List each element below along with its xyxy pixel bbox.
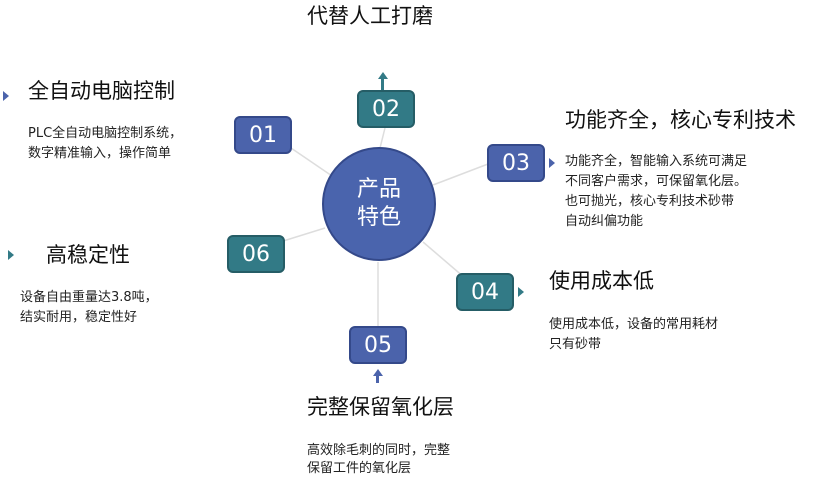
- connector-03: [432, 163, 489, 186]
- item-04-bullet-icon: [518, 287, 524, 297]
- item-03-desc-line4: 自动纠偏功能: [565, 214, 644, 229]
- number-box-01: 01: [234, 116, 292, 154]
- center-label-line2: 特色: [356, 205, 401, 230]
- item-01-desc-line2: 数字精准输入，操作简单: [28, 146, 172, 161]
- number-box-02: 02: [357, 90, 415, 128]
- item-03-desc-line2: 不同客户需求，可保留氧化层。: [565, 174, 748, 189]
- item-02-arrow-stem: [381, 78, 384, 90]
- item-01-title: 全自动电脑控制: [28, 79, 175, 103]
- item-04-title: 使用成本低: [549, 269, 654, 293]
- item-01-bullet-icon: [3, 91, 9, 101]
- center-label-line1: 产品: [356, 177, 401, 202]
- number-box-04: 04: [456, 273, 514, 311]
- number-box-05: 05: [349, 326, 407, 364]
- item-04-desc-line1: 使用成本低，设备的常用耗材: [549, 317, 719, 332]
- item-05-desc-line1: 高效除毛刺的同时，完整: [307, 443, 451, 458]
- item-02-title: 代替人工打磨: [307, 4, 433, 28]
- item-05-title: 完整保留氧化层: [307, 395, 454, 419]
- item-03-desc-line3: 也可抛光，核心专利技术砂带: [565, 194, 735, 209]
- item-02-arrow-icon: [378, 72, 388, 79]
- item-05-arrow-icon: [373, 369, 383, 376]
- item-05-desc-line2: 保留工件的氧化层: [307, 461, 412, 476]
- item-06-desc-line2: 结实耐用，稳定性好: [20, 310, 138, 325]
- item-03-desc-line1: 功能齐全，智能输入系统可满足: [565, 154, 748, 169]
- item-06-title: 高稳定性: [46, 243, 130, 267]
- connector-02: [379, 127, 386, 149]
- connector-01: [290, 147, 336, 179]
- item-03-bullet-icon: [549, 158, 555, 168]
- center-circle: 产品 特色: [322, 147, 436, 261]
- number-box-03: 03: [487, 144, 545, 182]
- connector-04: [422, 241, 466, 279]
- item-03-title: 功能齐全，核心专利技术: [565, 108, 796, 132]
- item-06-desc-line1: 设备自由重量达3.8吨，: [20, 290, 158, 305]
- number-box-06: 06: [227, 235, 285, 273]
- connector-06: [279, 227, 326, 243]
- item-01-desc-line1: PLC全自动电脑控制系统，: [28, 126, 183, 141]
- item-04-desc-line2: 只有砂带: [549, 337, 602, 352]
- item-06-bullet-icon: [8, 250, 14, 260]
- item-05-arrow-stem: [376, 375, 379, 383]
